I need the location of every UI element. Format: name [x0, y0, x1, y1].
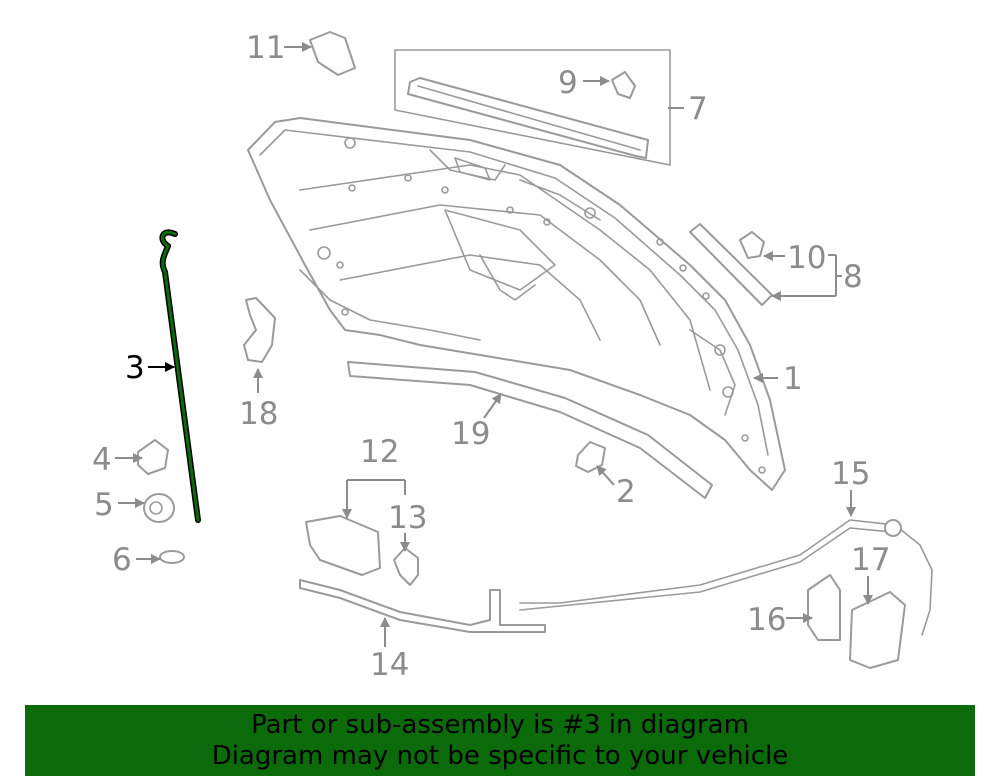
release-handle-14: [299, 519, 896, 633]
callout-14: 14: [370, 617, 409, 683]
clip-9: [611, 71, 636, 99]
svg-text:6: 6: [112, 542, 132, 578]
svg-text:11: 11: [246, 30, 285, 66]
banner-line-2: Diagram may not be specific to your vehi…: [211, 740, 789, 771]
svg-text:3: 3: [125, 350, 145, 386]
svg-text:18: 18: [239, 396, 278, 432]
callout-8: 8: [771, 254, 863, 301]
svg-text:19: 19: [451, 416, 490, 452]
bracket-11: [309, 31, 356, 76]
callout-5: 5: [94, 487, 145, 523]
svg-text:9: 9: [558, 65, 578, 101]
callout-9: 9: [558, 65, 610, 101]
callout-3: 3: [125, 350, 175, 386]
parts-diagram: 1 2 3 4 5 6 7 8 9 10 11: [92, 30, 933, 683]
callout-1: 1: [753, 361, 803, 397]
callout-10: 10: [763, 240, 826, 276]
callout-18: 18: [239, 368, 278, 432]
callout-6: 6: [112, 542, 161, 578]
clip-10: [739, 231, 765, 259]
svg-text:7: 7: [688, 91, 708, 127]
callout-12: 12: [342, 434, 406, 519]
bracket-18: [243, 297, 276, 363]
callout-13: 13: [388, 500, 427, 552]
svg-text:1: 1: [783, 361, 803, 397]
svg-text:4: 4: [92, 442, 112, 478]
svg-text:12: 12: [360, 434, 399, 470]
callout-15: 15: [831, 456, 870, 517]
svg-text:14: 14: [370, 647, 409, 683]
svg-text:15: 15: [831, 456, 870, 492]
svg-text:5: 5: [94, 487, 114, 523]
callout-19: 19: [451, 393, 502, 452]
cable-15: [894, 524, 933, 636]
svg-text:8: 8: [843, 259, 863, 295]
banner-line-1: Part or sub-assembly is #3 in diagram: [251, 709, 749, 740]
grommet-5: [143, 493, 175, 523]
latch-12: [305, 515, 381, 576]
svg-text:2: 2: [616, 474, 636, 510]
clip-4: [137, 439, 169, 475]
part-info-banner: Part or sub-assembly is #3 in diagram Di…: [25, 705, 975, 776]
callout-17: 17: [851, 542, 890, 605]
washer-6: [159, 550, 185, 564]
switch-13: [393, 547, 419, 586]
callout-16: 16: [747, 602, 813, 638]
svg-text:13: 13: [388, 500, 427, 536]
weatherstrip-19: [347, 361, 713, 499]
striker-16: [807, 574, 841, 641]
callout-7: 7: [668, 91, 708, 127]
callout-2: 2: [596, 465, 636, 510]
svg-text:17: 17: [851, 542, 890, 578]
hood-panel: [247, 117, 786, 491]
upper-seal-group: [394, 49, 671, 166]
svg-text:10: 10: [787, 240, 826, 276]
svg-text:16: 16: [747, 602, 786, 638]
prop-rod-3: [159, 229, 201, 523]
bumper-2: [575, 441, 606, 473]
callout-11: 11: [246, 30, 312, 66]
bracket-17: [849, 591, 906, 669]
callout-4: 4: [92, 442, 143, 478]
grommet-15: [884, 519, 902, 537]
